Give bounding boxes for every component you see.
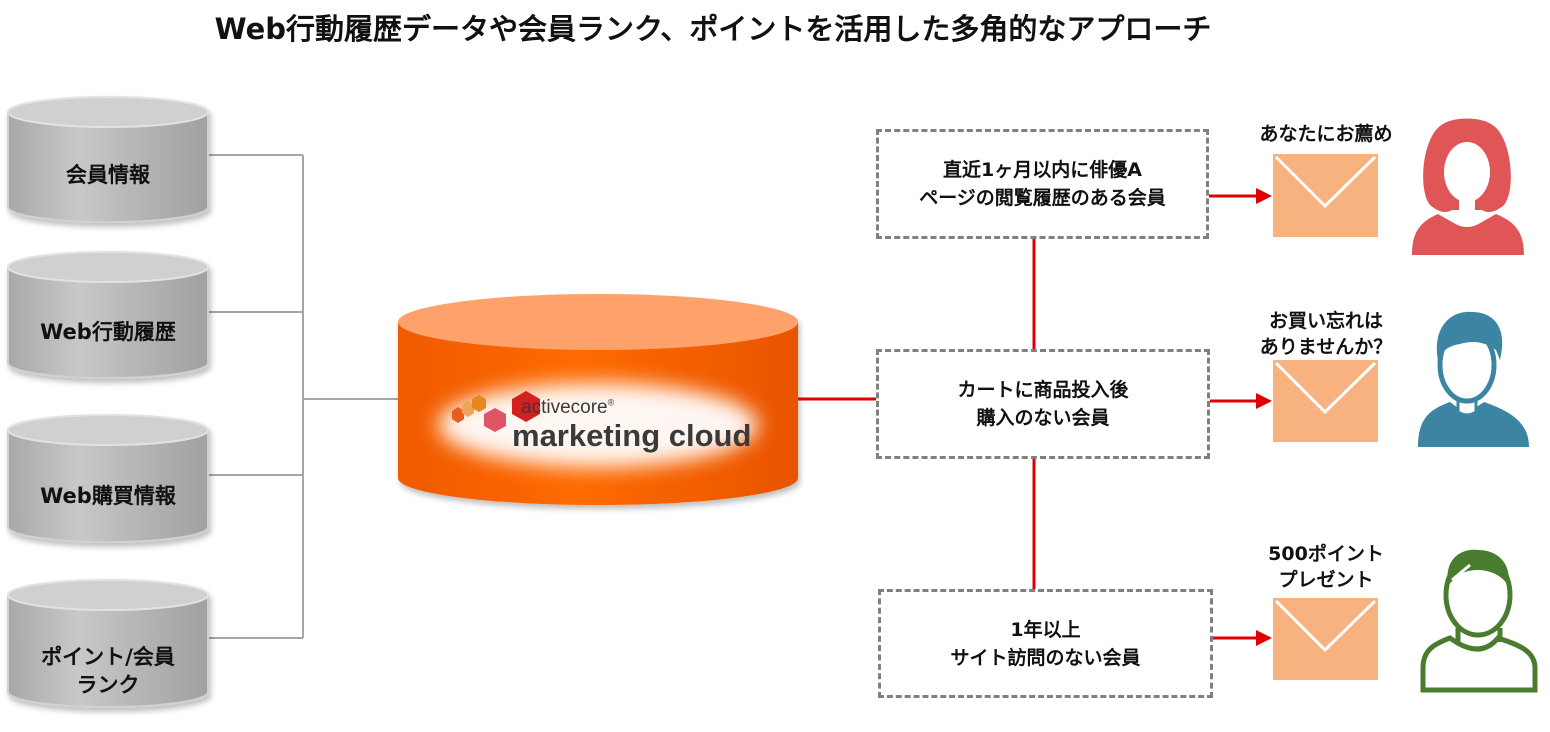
segment-box-dormant: 1年以上 サイト訪問のない会員 [878,589,1213,698]
source-label-points-rank: ポイント/会員 ランク [41,645,175,697]
source-label-member-info: 会員情報 [66,163,150,187]
message-label-forgot: お買い忘れは ありませんか？ [1259,310,1393,358]
message-label-recommend: あなたにお薦め [1259,123,1393,145]
envelope-icon [1273,154,1378,237]
envelope-icon [1273,360,1378,442]
arrows [1208,188,1272,646]
database-member-info [7,96,209,223]
woman-icon [1412,118,1524,255]
database-web-history [7,251,209,379]
segment-box-cart-abandon: カートに商品投入後 購入のない会員 [876,349,1210,459]
envelope-icon [1273,598,1378,680]
source-connector [208,154,398,639]
person-outline-icon [1420,549,1538,693]
brand-large-text: marketing cloud [512,418,752,453]
segment-box-actor-a-viewers: 直近1ヶ月以内に俳優A ページの閲覧履歴のある会員 [876,129,1209,239]
source-label-web-history: Web行動履歴 [40,320,176,344]
brand-small-text: activecore® [521,397,615,418]
database-points-rank [7,579,209,708]
database-web-purchase [7,414,209,543]
message-label-points: 500ポイント プレゼント [1268,543,1384,591]
page-title: Web行動履歴データや会員ランク、ポイントを活用した多角的なアプローチ [214,12,1212,46]
segment-connector [798,238,1036,589]
logo-hexagons [452,391,540,432]
source-label-web-purchase: Web購買情報 [40,484,176,508]
man-icon [1418,311,1529,447]
